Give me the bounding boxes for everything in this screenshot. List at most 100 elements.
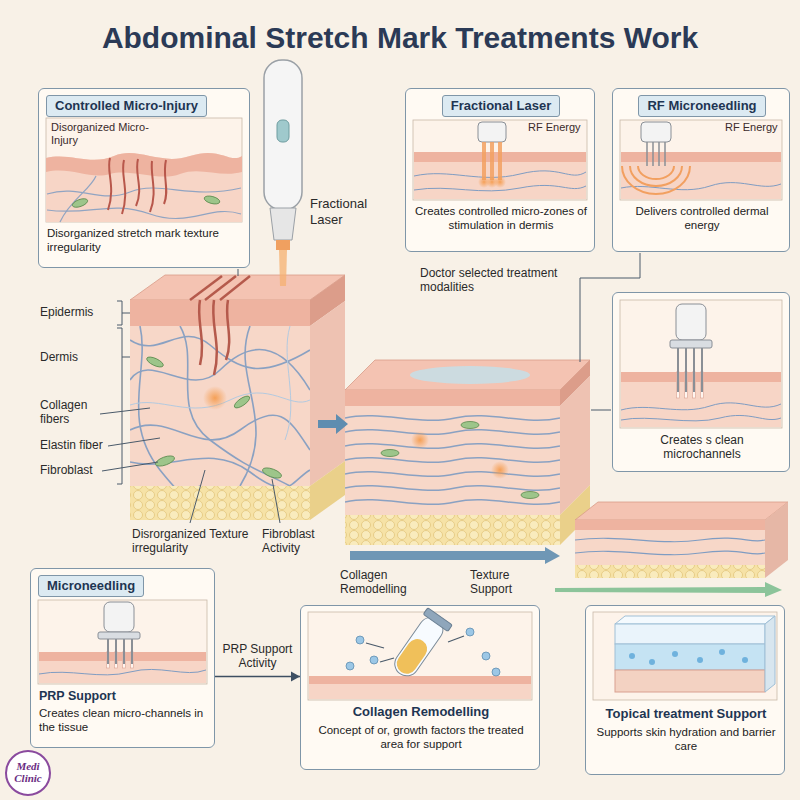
clinic-logo-part [6,751,50,795]
prp-tube-art-part [309,676,531,684]
skin-block-after-part-part [345,486,560,491]
panel-caption: Disorganized stretch mark texture irregu… [47,227,243,255]
microchannel-art-part [621,415,781,420]
part-label: Doctor selected treatment modalities [420,266,570,295]
prp-tube-art-part-part [482,652,490,660]
microchannel-art-part [677,372,704,398]
microchannel-art-part-part [677,348,679,392]
fractional-laser-art-part [482,142,486,180]
leader-line-part [117,301,122,325]
micro-injury-art-part-part [122,160,125,214]
prp-tube-art-part-part [346,662,354,670]
fractional-laser-art-part [494,176,506,188]
microneedling-art-part [38,600,207,684]
skin-block-after-part-part [381,450,399,457]
leader-line-part [272,479,280,523]
progress-arrow-part [350,547,560,564]
panel-caption: Delivers controlled dermal energy [619,205,785,233]
text-slot: RF Microneedling [619,95,785,117]
micro-injury-art-part [46,153,242,177]
leader-line-part [190,470,205,523]
laser-handpiece-part [277,120,289,142]
skin-block-before-part-part [213,300,217,375]
skin-block-before-part-part [130,326,310,440]
skin-block-after-part [410,366,530,384]
prp-tube-art-part-part [370,656,378,664]
rf-microneedling-art-part-part [630,166,682,186]
fractional-laser-art-part [478,122,506,142]
skin-block-after-part-part [345,500,560,505]
part-label: Dermis [40,350,114,364]
image-label: Disorganized Micro-Injury [51,121,161,147]
leader-line-part [108,438,160,446]
skin-block-after-part-part [345,416,560,421]
skin-block-before-part-part [220,276,250,300]
panel-ground-part [405,88,595,252]
text-slot: Dermis [40,350,114,364]
skin-block-result-part [575,565,765,578]
skin-block-before-part-part [261,466,283,480]
skin-block-before-part [190,276,250,375]
skin-block-result-part [575,530,765,565]
prp-tube-art-part [308,612,532,700]
prp-tube-art [308,608,532,700]
rf-microneedling-art-part [641,122,671,142]
leader-line-part [122,357,130,358]
text-slot: Medi Clinic [6,761,50,784]
skin-block-before-part-part [145,355,164,369]
microneedling-art-part [108,639,132,664]
micro-injury-art-part-part [47,208,241,218]
text-slot: Topical treatment Support [594,706,778,722]
micro-injury-art-part-part [136,159,139,206]
text-slot: Disorganized stretch mark texture irregu… [47,227,243,255]
text-slot: Abdominal Stretch Mark Treatments Work [0,20,800,56]
skin-block-after [318,360,590,545]
skin-block-after-part [381,422,539,499]
part-label: Fibroblast Activity [262,527,334,556]
micro-injury-art-part [108,158,166,214]
micro-injury-art-part-part [60,176,96,222]
rf-microneedling-art-part-part [646,142,648,166]
micro-injury-art-part [46,118,242,222]
micro-injury-art-part-part [108,158,111,210]
skin-block-before-part-part-part [285,326,291,440]
treatment-panel: Fractional LaserRF EnergyCreates control… [405,88,595,252]
part-label: Collagen fibers [40,398,114,427]
fractional-laser-art-part [490,142,494,180]
rf-microneedling-art-part [621,152,781,162]
topical-art-part-part [672,651,678,657]
topical-art-part [629,649,748,665]
device-label: Fractional Laser [310,196,385,227]
panel-ground-part [30,568,215,748]
skin-block-before-part-part [205,276,236,300]
micro-injury-art [46,118,242,222]
skin-block-before-part [130,275,345,300]
treatment-panel: Controlled Micro-InjuryDisorganized Micr… [38,88,250,268]
text-slot: Disrorganized Texture irregularity [132,527,254,556]
skin-block-result-part-part [575,538,765,542]
skin-block-before-part [130,300,310,326]
text-slot: Microneedling [38,575,209,597]
treatment-panel: MicroneedlingPRP SupportCreates clean mi… [30,568,215,748]
leader-line-part [102,462,158,471]
text-slot: Disorganized Micro-Injury [51,121,161,147]
prp-tube-art-part-part [393,635,431,678]
topical-art-part [615,670,765,692]
microneedling-art-part [107,652,134,668]
topical-art-part-part [719,649,725,655]
progress-arrow [350,547,782,597]
skin-block-after-part-part [461,422,479,429]
text-slot: Doctor selected treatment modalities [420,266,570,295]
text-slot: RF Energy [725,121,785,134]
arrow-head [291,672,300,682]
prp-tube-art-part-part [380,658,394,662]
connector [215,672,300,682]
rf-microneedling-art-part [622,166,690,194]
treatment-panel: Collagen RemodellingConcept of or, growt… [300,605,540,770]
leader-line-part [117,328,122,484]
skin-block-after-part [318,414,348,434]
part-label: Texture Support [470,568,540,597]
skin-block-before-part-part-part [130,415,310,450]
progress-arrow-part [555,582,782,597]
skin-block-before-part-part [190,276,222,300]
